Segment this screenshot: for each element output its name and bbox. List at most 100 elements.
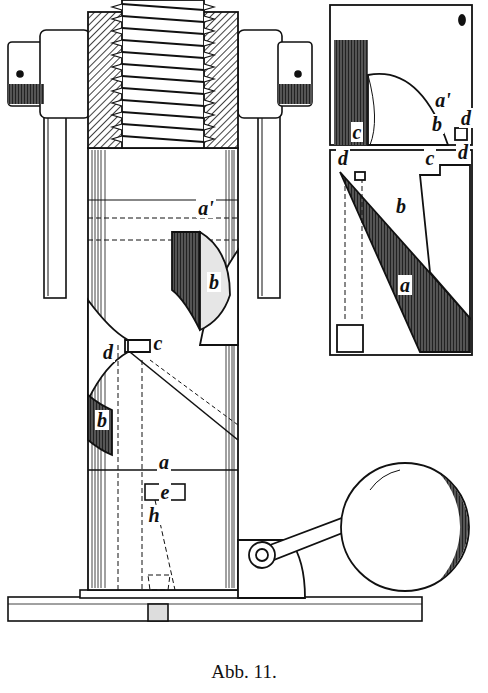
screw-thread: [122, 88, 204, 94]
key-channel: [142, 360, 143, 590]
screw-thread: [122, 136, 204, 142]
part-letter: d: [456, 142, 470, 162]
lever: [370, 470, 400, 490]
part-letter: e: [159, 482, 172, 502]
screw-thread: [122, 4, 204, 10]
detail-bottom: [420, 165, 470, 318]
helical-cam: [172, 232, 200, 330]
screw-thread: [204, 40, 214, 46]
nut-section: [122, 0, 204, 148]
trunnion: [8, 42, 44, 106]
screw-thread: [122, 76, 204, 82]
hanging-link: [262, 106, 263, 296]
screw-thread: [112, 76, 122, 82]
screw-thread: [204, 100, 214, 106]
screw-thread: [112, 52, 122, 58]
screw-thread: [204, 28, 214, 34]
screw-thread: [204, 16, 214, 22]
part-letter: a: [157, 452, 171, 472]
detail-top: [334, 40, 368, 145]
figure-caption: Abb. 11.: [211, 662, 276, 683]
part-letter: c: [152, 333, 165, 353]
screw-thread: [112, 4, 214, 142]
screw-thread: [112, 28, 122, 34]
key-channel: [118, 345, 119, 590]
screw-thread: [204, 76, 214, 82]
part-letter: b: [207, 272, 221, 292]
base-plate: [8, 590, 422, 621]
trunnion: [8, 84, 44, 104]
screw-thread: [122, 64, 204, 70]
trunnion: [17, 71, 23, 77]
nut-section: [88, 0, 238, 148]
detail-top: [330, 5, 472, 145]
screw-thread: [204, 136, 214, 142]
detail-bottom: [330, 150, 472, 355]
detail-top: [455, 128, 467, 140]
lever: [249, 542, 275, 568]
part-letter: d: [101, 342, 115, 362]
part-letter: a': [433, 90, 453, 110]
key-channel: [118, 345, 185, 590]
column-shading: [234, 150, 235, 588]
column-shading: [226, 150, 227, 588]
part-letter: h: [146, 505, 161, 525]
lever: [440, 474, 468, 580]
screw-thread: [112, 112, 122, 118]
screw-thread: [204, 124, 214, 130]
trunnion: [40, 30, 90, 118]
screw-thread: [204, 112, 214, 118]
helical-cam: [88, 300, 128, 400]
screw-thread: [112, 40, 122, 46]
screw-thread: [122, 16, 204, 22]
detail-top: [368, 75, 375, 145]
key-channel: [148, 575, 170, 590]
screw-thread: [122, 40, 204, 46]
lever: [256, 549, 268, 561]
detail-top: [459, 15, 465, 25]
column: [88, 148, 238, 590]
part-letter: a': [196, 198, 216, 218]
base-plate: [80, 590, 250, 598]
screw-thread: [204, 88, 214, 94]
screw-thread: [112, 64, 122, 70]
screw-thread: [112, 136, 122, 142]
trunnion: [278, 42, 312, 106]
screw-thread: [112, 16, 122, 22]
lever: [238, 463, 469, 598]
trunnion: [278, 84, 312, 104]
screw-thread: [204, 52, 214, 58]
part-letter: c: [351, 122, 364, 142]
screw-thread: [122, 112, 204, 118]
part-letter: a: [398, 275, 412, 295]
base-plate: [8, 597, 422, 621]
detail-top: [330, 5, 472, 145]
helical-cam: [200, 232, 230, 330]
base-plate: [8, 604, 422, 605]
screw-thread: [204, 4, 214, 10]
screw-thread: [112, 100, 122, 106]
helical-cam: [127, 340, 129, 352]
column: [88, 240, 238, 241]
lever: [341, 463, 469, 591]
base-plate: [148, 604, 168, 621]
screw-thread: [204, 64, 214, 70]
screw-thread: [122, 124, 204, 130]
hanging-link: [44, 104, 66, 298]
part-letter: d: [459, 108, 473, 128]
column: [88, 148, 238, 590]
hanging-link: [258, 104, 280, 298]
helical-cam: [88, 395, 112, 455]
part-letter: b: [430, 114, 444, 134]
part-letter: c: [424, 148, 437, 168]
trunnion: [295, 71, 301, 77]
screw-thread: [122, 100, 204, 106]
detail-bottom: [330, 150, 472, 355]
trunnion: [238, 30, 282, 118]
hanging-link: [48, 106, 49, 296]
screw-thread: [122, 28, 204, 34]
helical-cam: [125, 340, 150, 352]
helical-cam: [150, 360, 238, 425]
detail-bottom: [355, 172, 365, 180]
